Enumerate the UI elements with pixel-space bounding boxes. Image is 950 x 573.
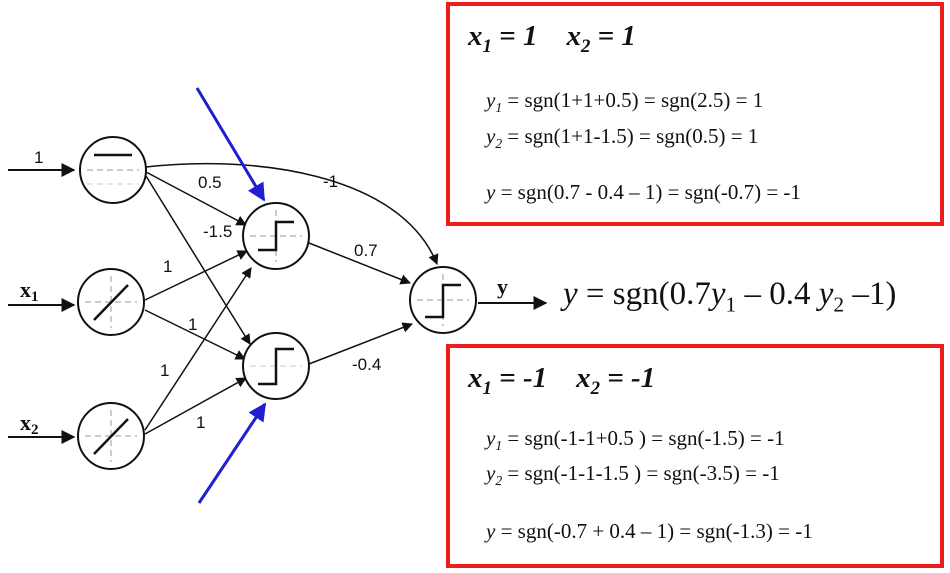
- linear-icon: [93, 284, 129, 321]
- node-hidden-1: [242, 202, 310, 270]
- equation-y1: y1 = sgn(1+1+0.5) = sgn(2.5) = 1: [486, 88, 764, 116]
- node-x1: [77, 268, 145, 336]
- weight-x1-h2: 1: [188, 315, 197, 334]
- input-label-x2: x2: [20, 410, 39, 438]
- weight-h1-out: 0.7: [354, 241, 378, 260]
- equation-y: y = sgn(0.7 - 0.4 – 1) = sgn(-0.7) = -1: [486, 180, 801, 204]
- pointer-arrow-top: [195, 87, 266, 202]
- edge-x1-h2: [144, 309, 246, 360]
- pointer-arrow-bottom: [197, 402, 267, 504]
- edge-x1-h1: [144, 250, 248, 301]
- edge-bias-out: [145, 162, 439, 265]
- box-title: x1 = -1 x2 = -1: [468, 362, 656, 399]
- step-icon: [258, 220, 294, 252]
- edge-h2-out: [308, 322, 413, 365]
- equation-y: y = sgn(-0.7 + 0.4 – 1) = sgn(-1.3) = -1: [486, 519, 813, 543]
- edge-h1-out: [308, 242, 411, 285]
- weight-bias-out: -1: [323, 172, 338, 191]
- edge-x2-h1: [144, 267, 252, 431]
- example-box-negative: x1 = -1 x2 = -1 y1 = sgn(-1-1+0.5 ) = sg…: [446, 344, 944, 568]
- edge-bias-h1: [145, 171, 247, 226]
- node-output: [409, 266, 477, 334]
- linear-icon: [93, 418, 129, 455]
- step-icon: [425, 283, 461, 319]
- weight-x2-h1: 1: [160, 361, 169, 380]
- box-title: x1 = 1 x2 = 1: [468, 20, 636, 57]
- equation-y2: y2 = sgn(-1-1-1.5 ) = sgn(-3.5) = -1: [486, 461, 780, 489]
- equation-y2: y2 = sgn(1+1-1.5) = sgn(0.5) = 1: [486, 124, 759, 152]
- weight-x2-h2: 1: [196, 413, 205, 432]
- node-hidden-2: [242, 332, 310, 400]
- output-equation: y = sgn(0.7y1 – 0.4 y2 –1): [563, 276, 897, 317]
- node-x2: [77, 402, 145, 470]
- edge-x2-h2: [144, 377, 247, 435]
- weight-h2-out: -0.4: [352, 355, 381, 374]
- step-icon: [258, 347, 294, 386]
- equation-y1: y1 = sgn(-1-1+0.5 ) = sgn(-1.5) = -1: [486, 426, 785, 454]
- example-box-positive: x1 = 1 x2 = 1 y1 = sgn(1+1+0.5) = sgn(2.…: [446, 2, 944, 226]
- edge-bias-h2: [145, 175, 251, 345]
- input-label-bias: 1: [34, 148, 43, 167]
- input-label-x1: x1: [20, 277, 39, 305]
- output-label: y: [497, 274, 508, 299]
- weight-x1-h1: 1: [163, 257, 172, 276]
- weight-bias-h2: -1.5: [203, 222, 232, 241]
- weight-bias-h1: 0.5: [198, 173, 222, 192]
- node-bias: [79, 136, 147, 204]
